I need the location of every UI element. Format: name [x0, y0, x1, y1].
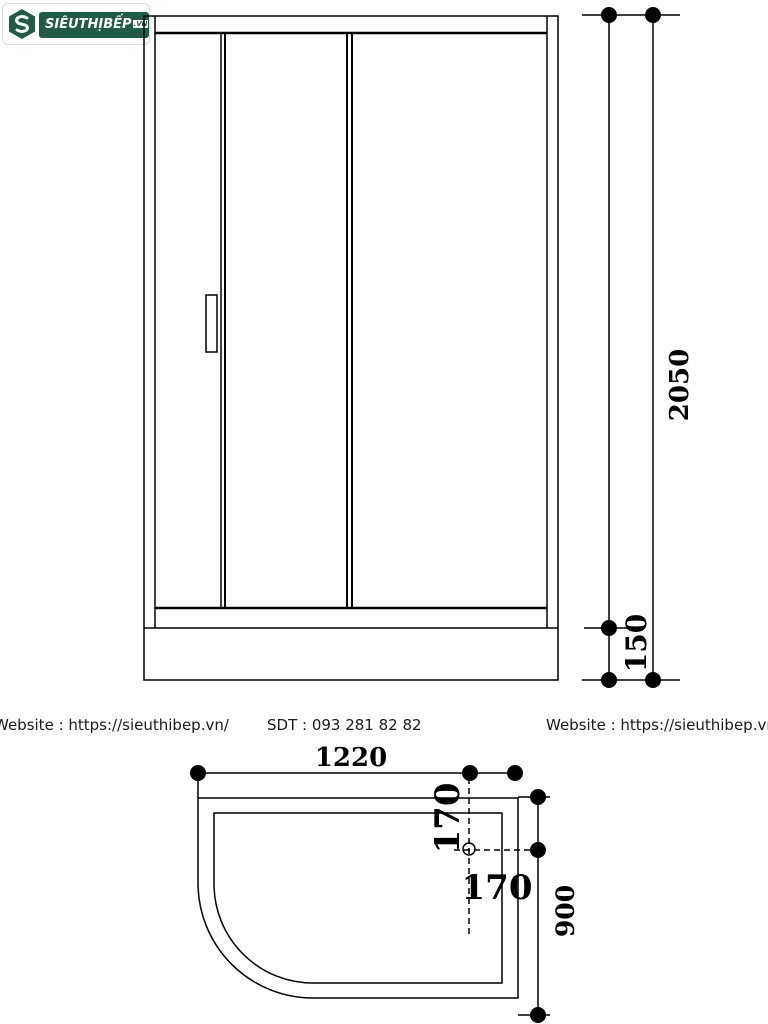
logo-tld: .VN [132, 20, 149, 28]
watermark-website-left: Website : https://sieuthibep.vn/ [0, 716, 229, 734]
door-handle [205, 294, 218, 353]
dim-width-1220: 1220 [315, 743, 387, 773]
tray-outline [197, 797, 519, 999]
logo-band [39, 12, 149, 38]
logo-text: SIÊUTHỊBẾP.VN [45, 17, 149, 32]
dim-height-2050: 2050 [665, 349, 695, 421]
drain-circle [462, 842, 476, 856]
dim-depth-900: 900 [551, 885, 580, 937]
logo-s-icon [9, 9, 35, 39]
front-dimensions [582, 7, 680, 688]
brand-logo: SIÊUTHỊBẾP.VN [2, 3, 150, 45]
tray-inner [213, 812, 503, 984]
enclosure-outline [143, 15, 559, 681]
dim-drain-x-170: 170 [462, 868, 533, 908]
watermark-website-right: Website : https://sieuthibep.vn/ [546, 716, 768, 734]
front-view [143, 15, 559, 681]
plan-dimensions [190, 765, 550, 1023]
plan-view [197, 778, 540, 999]
dim-base-150: 150 [620, 614, 653, 672]
watermark-phone: SDT : 093 281 82 82 [267, 716, 422, 734]
dim-drain-y-170: 170 [428, 783, 468, 854]
